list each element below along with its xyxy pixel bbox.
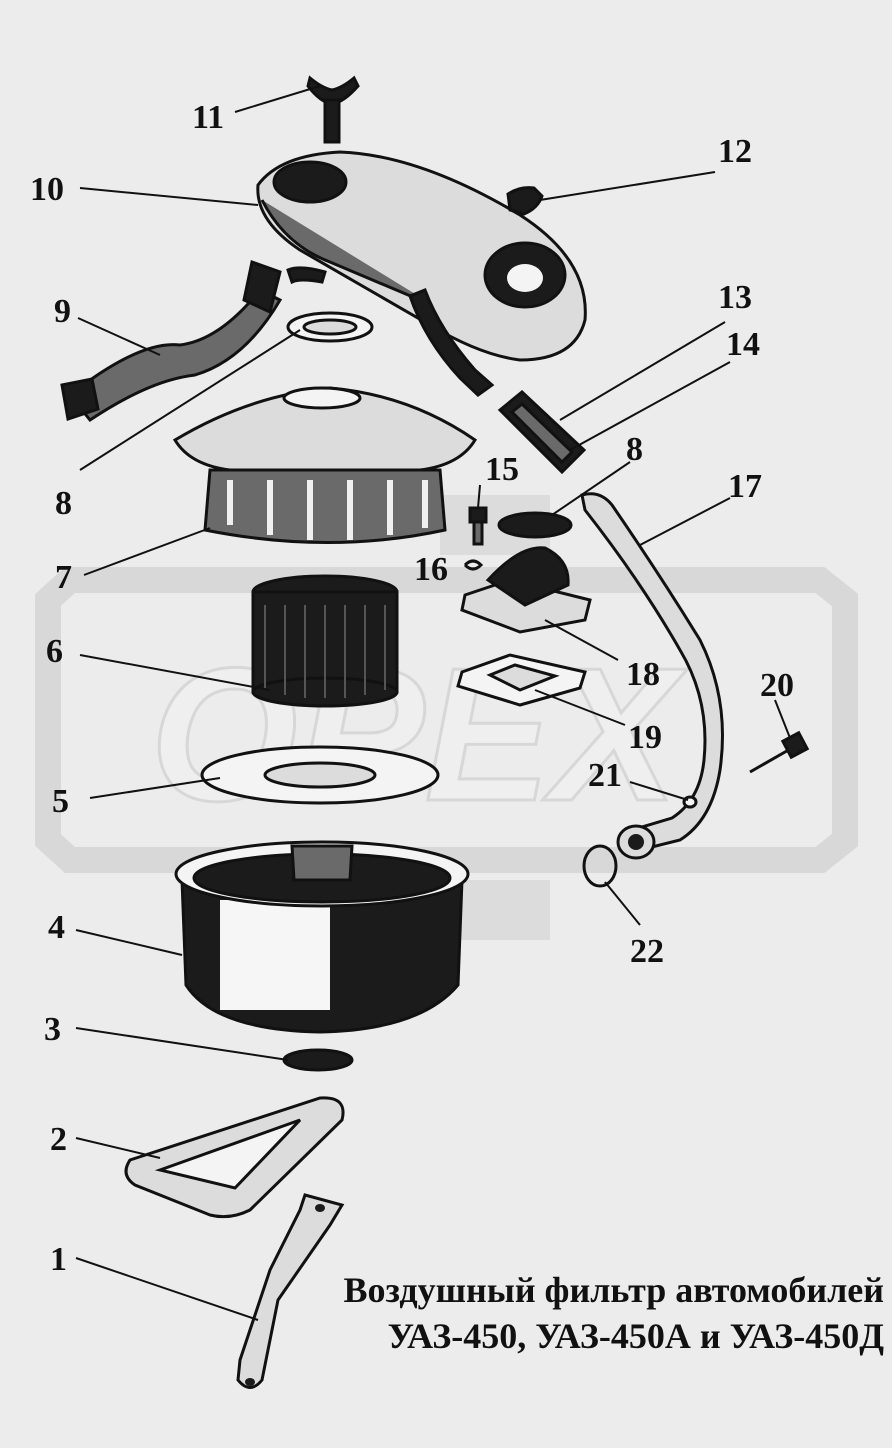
callout-2: 2 <box>50 1121 67 1158</box>
callout-15: 15 <box>485 451 519 488</box>
watermark: OPEX <box>35 495 858 940</box>
part-10-filter-cap <box>256 150 587 397</box>
callout-6: 6 <box>46 633 63 670</box>
watermark-text: OPEX <box>150 629 688 841</box>
part-12-wing-nut <box>506 186 544 216</box>
part-15-bolt <box>468 506 488 546</box>
callout-16: 16 <box>414 551 448 588</box>
diagram-title-line1: Воздушный фильтр автомобилей <box>344 1270 884 1310</box>
callout-5: 5 <box>52 783 69 820</box>
callout-17: 17 <box>728 468 762 505</box>
part-20-bolt <box>749 730 810 774</box>
part-1-bracket <box>236 1193 345 1389</box>
callout-8-left: 8 <box>55 485 72 522</box>
part-19-flange-gasket <box>456 653 587 707</box>
leader-lines <box>75 85 791 1321</box>
part-11-wing-nut <box>306 75 360 144</box>
part-17-tube <box>580 492 724 860</box>
callout-19: 19 <box>628 719 662 756</box>
callout-22: 22 <box>630 933 664 970</box>
part-16-lock-washer <box>463 559 484 571</box>
callout-14: 14 <box>726 326 760 363</box>
callout-13: 13 <box>718 279 752 316</box>
part-5-gasket-ring <box>200 745 440 805</box>
part-7-filter-cover <box>172 386 478 544</box>
part-8-gasket-upper <box>286 311 374 343</box>
callout-4: 4 <box>48 909 65 946</box>
part-13-14-hose-clamp <box>497 390 587 475</box>
part-18-flange-fitting <box>460 546 592 634</box>
callout-10: 10 <box>30 171 64 208</box>
callout-labels: 11 10 12 9 13 14 8 15 17 8 16 7 6 18 20 … <box>30 99 794 1278</box>
callout-3: 3 <box>44 1011 61 1048</box>
callout-8-right: 8 <box>626 431 643 468</box>
diagram-title-line2: УАЗ-450, УАЗ-450А и УАЗ-450Д <box>388 1316 885 1356</box>
callout-12: 12 <box>718 133 752 170</box>
part-2-mounting-plate <box>124 1096 345 1219</box>
callout-9: 9 <box>54 293 71 330</box>
part-8-gasket-lower <box>497 511 573 539</box>
callout-1: 1 <box>50 1241 67 1278</box>
part-4-filter-housing <box>174 840 470 1034</box>
part-3-washer <box>282 1048 354 1072</box>
callout-20: 20 <box>760 667 794 704</box>
callout-7: 7 <box>55 559 72 596</box>
callout-11: 11 <box>192 99 224 136</box>
part-6-filter-element <box>251 574 399 708</box>
callout-18: 18 <box>626 656 660 693</box>
part-22-seal-ring <box>582 844 618 888</box>
callout-21: 21 <box>588 757 622 794</box>
part-9-intake-hose <box>60 260 283 423</box>
